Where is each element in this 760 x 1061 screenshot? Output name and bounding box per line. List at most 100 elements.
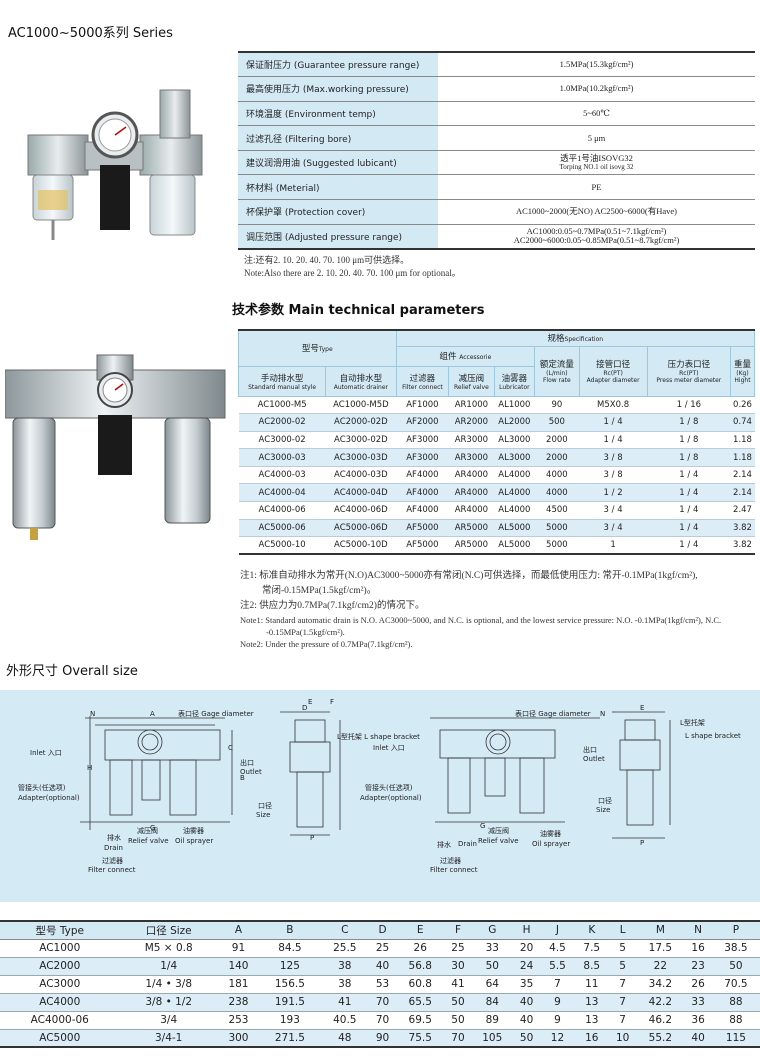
table-cell: 1 / 8 — [647, 448, 731, 467]
table-cell: 56.8 — [396, 957, 445, 976]
table-cell: 70.5 — [711, 975, 760, 994]
table-cell: 2000 — [534, 431, 579, 450]
relief-cn-right: 减压阀 — [488, 827, 509, 835]
table-cell: AC3000-03D — [325, 448, 397, 467]
table-cell: 3/4 — [119, 1011, 218, 1030]
table-cell: AC2000 — [0, 957, 120, 976]
table-cell: 46.2 — [636, 1011, 685, 1030]
table-cell: 65.5 — [396, 993, 445, 1012]
table-cell: 48 — [320, 1029, 369, 1048]
table-cell: 50 — [711, 957, 760, 976]
table-cell: AL3000 — [494, 431, 535, 450]
size-en-right: Size — [596, 806, 611, 814]
filter-en-right: Filter connect — [430, 866, 478, 874]
table-cell: AC4000-03 — [238, 466, 326, 485]
svg-text:G: G — [480, 822, 485, 830]
table-cell: 50 — [444, 993, 472, 1012]
table-cell: 36 — [684, 1011, 712, 1030]
table-cell: 115 — [711, 1029, 760, 1048]
table-cell: 33 — [684, 993, 712, 1012]
table-cell: 2.14 — [730, 483, 755, 503]
table-cell: 3 / 4 — [579, 501, 648, 520]
outlet-label-right: 出口 Outlet — [583, 746, 605, 763]
svg-text:N: N — [600, 710, 605, 718]
tech-title: 技术参数 Main technical parameters — [232, 303, 485, 318]
table-cell: AF3000 — [396, 448, 449, 467]
table-cell: 60.8 — [396, 975, 445, 994]
svg-text:E: E — [640, 704, 644, 712]
table-cell: AF4000 — [396, 466, 449, 485]
table-cell: 40 — [684, 1029, 712, 1048]
column-header: M — [636, 920, 685, 940]
table-cell: 1.18 — [730, 431, 755, 450]
bracket-cn-right: L型托架 — [680, 719, 705, 727]
drain-cn-left: 排水 — [107, 834, 121, 842]
svg-text:D: D — [302, 704, 307, 712]
table-cell: M5 × 0.8 — [119, 939, 218, 958]
table-cell: 1 / 4 — [647, 519, 731, 538]
table-cell: 3.82 — [730, 536, 755, 556]
table-cell: AL4000 — [494, 483, 535, 503]
table-cell: 64 — [471, 975, 513, 994]
column-header: K — [574, 920, 609, 940]
column-header: N — [684, 920, 712, 940]
table-cell: 40 — [512, 993, 541, 1012]
table-cell: 1 / 4 — [579, 431, 648, 450]
table-cell: 42.2 — [636, 993, 685, 1012]
relief-en-left: Relief valve — [128, 837, 169, 845]
table-cell: 193 — [259, 1011, 321, 1030]
table-cell: 300 — [217, 1029, 260, 1048]
table-cell: 25 — [444, 939, 472, 958]
table-cell: AR2000 — [448, 413, 495, 432]
table-cell: 1 / 4 — [647, 501, 731, 520]
table-cell: 238 — [217, 993, 260, 1012]
bracket-label-left: L型托架 L shape bracket — [337, 733, 420, 741]
table-cell: 41 — [320, 993, 369, 1012]
table-cell: 5 — [608, 957, 637, 976]
table-cell: 50 — [444, 1011, 472, 1030]
table-cell: AC4000-04D — [325, 483, 397, 503]
table-cell: AF1000 — [396, 396, 449, 415]
table-cell: 1 / 4 — [647, 483, 731, 503]
inlet-label-left: Inlet 入口 — [30, 749, 62, 757]
table-cell: 24 — [512, 957, 541, 976]
table-cell: 1.18 — [730, 448, 755, 467]
svg-text:P: P — [310, 834, 314, 842]
svg-text:C: C — [228, 744, 233, 752]
adapter-en-left: Adapter(optional) — [18, 794, 80, 802]
table-cell: AF4000 — [396, 501, 449, 520]
table-cell: AF3000 — [396, 431, 449, 450]
table-cell: AF5000 — [396, 519, 449, 538]
table-cell: AC1000-M5D — [325, 396, 397, 415]
oil-en-right: Oil sprayer — [532, 840, 571, 848]
oil-cn-left: 油雾器 — [183, 827, 204, 835]
table-cell: 70 — [368, 993, 397, 1012]
table-cell: AC5000-06 — [238, 519, 326, 538]
table-cell: 1 / 4 — [647, 536, 731, 556]
table-cell: 35 — [512, 975, 541, 994]
table-row: 调压范围 (Adjusted pressure range)AC1000:0.0… — [238, 224, 755, 250]
table-cell: 38 — [320, 957, 369, 976]
table-cell: 12 — [540, 1029, 575, 1048]
table-cell: 23 — [684, 957, 712, 976]
outlet-label-left: 出口 Outlet — [240, 759, 262, 776]
svg-text:H: H — [87, 764, 92, 772]
table-cell: AC4000-06 — [0, 1011, 120, 1030]
table-cell: 3.82 — [730, 519, 755, 538]
table-cell: 191.5 — [259, 993, 321, 1012]
size-en-left: Size — [256, 811, 271, 819]
table-row: 杯保护罩 (Protection cover)AC1000~2000(无NO) … — [238, 199, 755, 225]
table-cell: AF5000 — [396, 536, 449, 556]
table-cell: 40.5 — [320, 1011, 369, 1030]
table-cell: 0.26 — [730, 396, 755, 415]
adapter-en-right: Adapter(optional) — [360, 794, 422, 802]
table-cell: M5X0.8 — [579, 396, 648, 415]
column-header: A — [217, 920, 260, 940]
